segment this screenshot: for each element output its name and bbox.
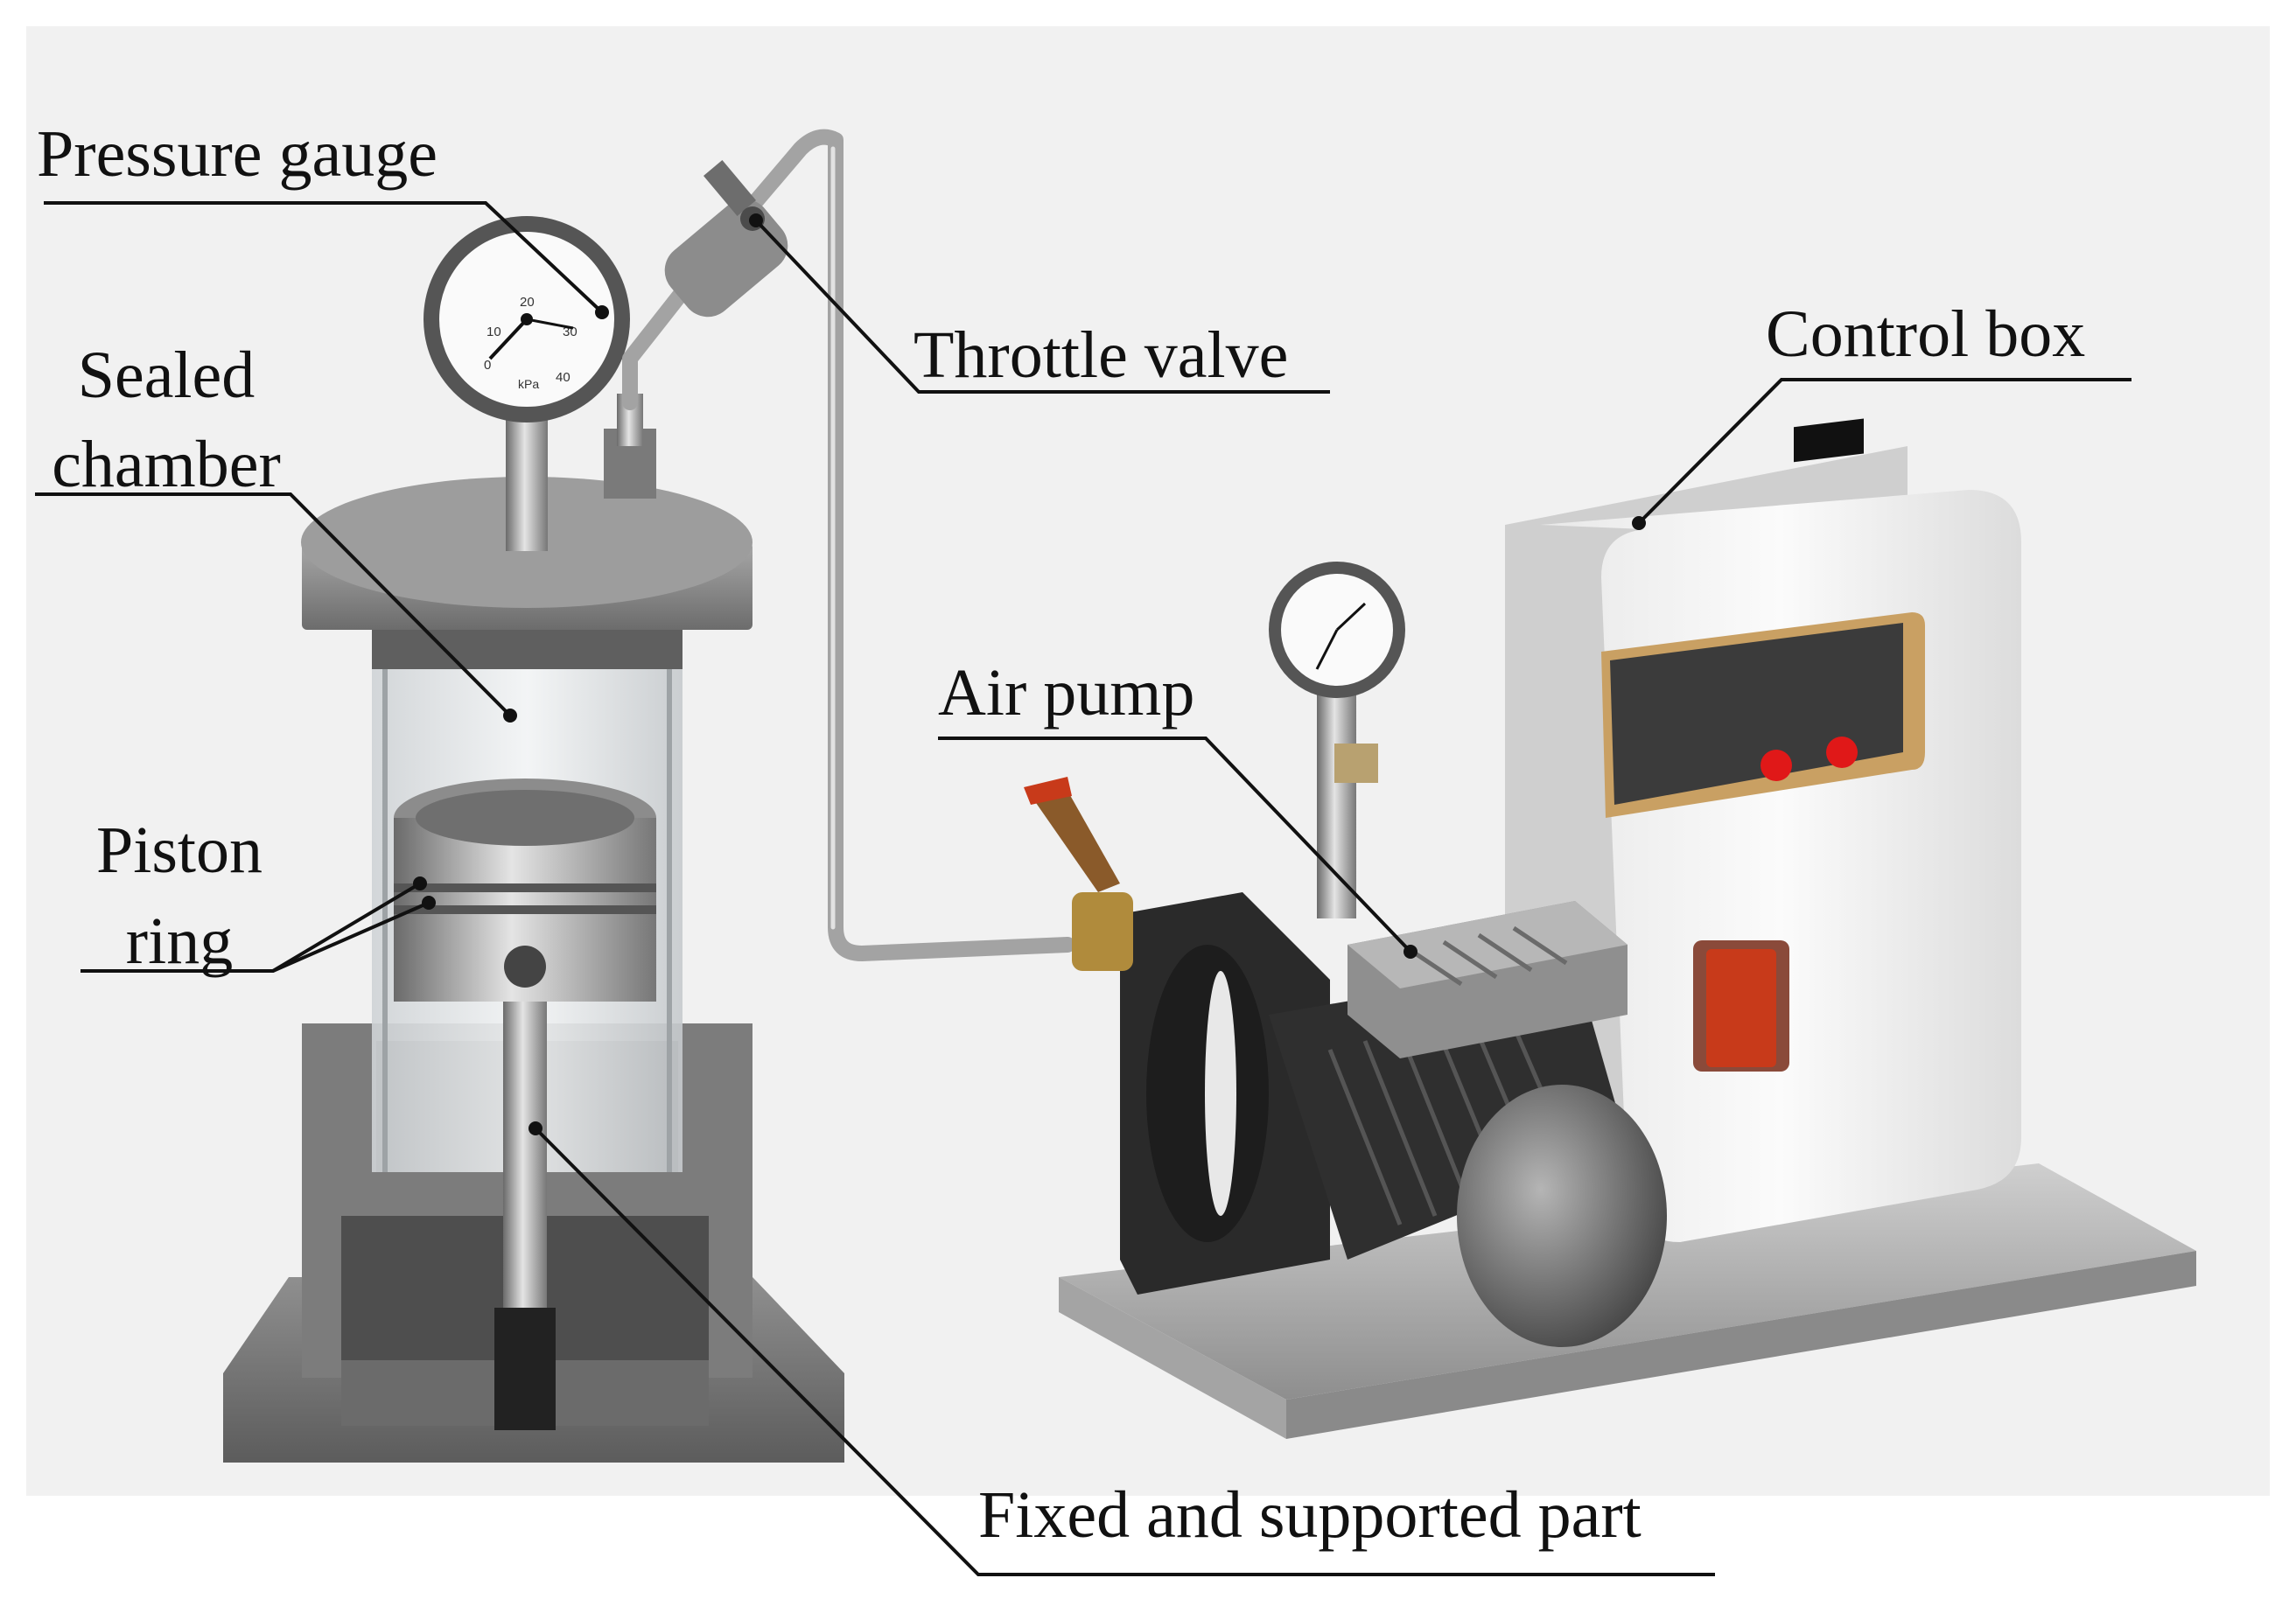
leader-air-pump [938,737,1412,953]
label-pressure-gauge: Pressure gauge [37,117,438,191]
ball-valve-body [1072,892,1133,971]
leader-fixed-part [534,1127,1715,1576]
motor-end-cap [1457,1085,1667,1347]
gauge-needle [488,318,528,360]
gauge-tick-label: 20 [520,295,535,310]
piston-ring-1 [394,883,656,892]
label-sealed-chamber-line2: chamber [52,428,281,501]
air-pump [1024,562,1667,1347]
display-screen [1794,418,1864,463]
control-box [1505,418,2021,1242]
red-button-right [1826,737,1858,768]
support-rod [503,1002,547,1316]
leader-pressure-gauge [44,201,604,314]
pipe-line [622,129,1075,961]
label-sealed-chamber: Sealed chamber [35,331,298,509]
ball-valve-lever [1028,783,1120,892]
label-piston-ring: Piston ring [70,805,289,987]
leader-throttle-valve [754,219,1330,394]
gauge-tick-label: 10 [486,325,501,339]
leader-sealed-chamber [35,492,512,717]
leader-lines [35,201,2132,1576]
red-button-left [1760,750,1792,781]
gauge-tick-label: 40 [556,370,570,385]
pressure-gauge: 10 20 30 0 40 kPa [424,216,630,422]
rotary-switch-handle [1706,949,1776,1067]
gauge-tick-label: 0 [484,358,491,373]
label-throttle-valve: Throttle valve [914,318,1289,392]
leader-control-box [1637,378,2132,525]
leader-dots [413,213,1646,1135]
gauge-unit: kPa [518,377,539,391]
piston-ring-2 [394,905,656,914]
leader-piston-ring [272,901,430,973]
label-air-pump: Air pump [938,656,1195,730]
label-control-box: Control box [1766,297,2086,371]
sealed-chamber-assembly: 10 20 30 0 40 kPa [223,216,844,1463]
label-fixed-supported-part: Fixed and supported part [978,1478,1642,1552]
label-piston-ring-line1: Piston [95,813,263,887]
label-piston-ring-line2: ring [125,904,234,978]
gauge-tick-label: 30 [563,325,578,339]
label-sealed-chamber-line1: Sealed [77,339,256,412]
